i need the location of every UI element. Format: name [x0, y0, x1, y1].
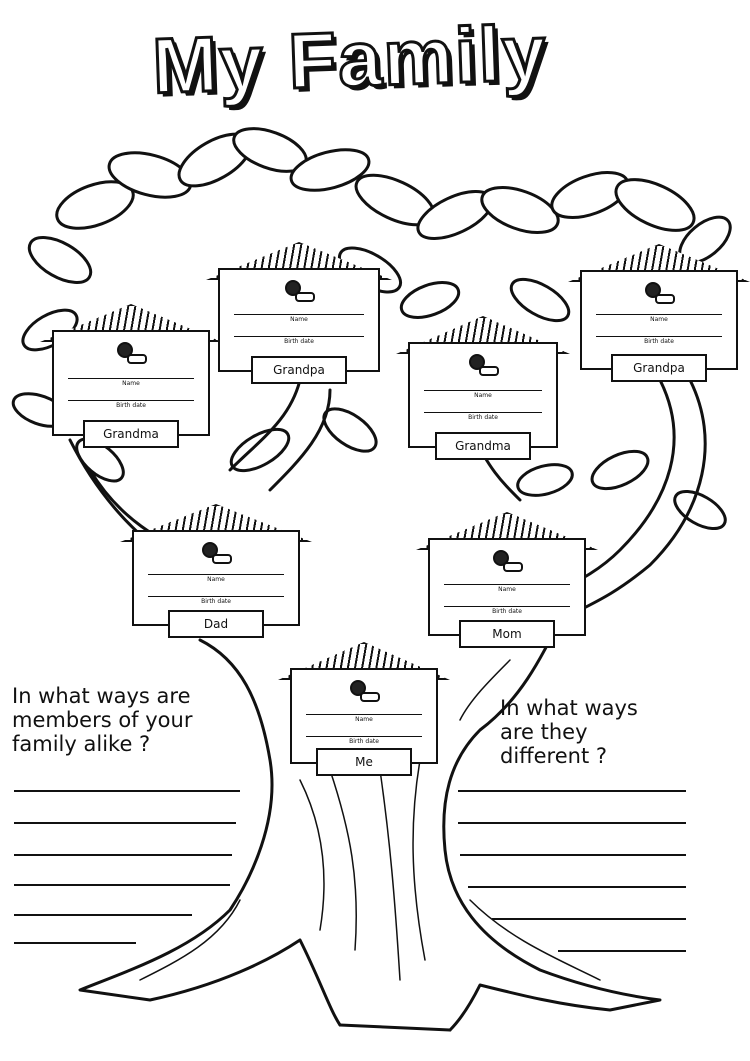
answer-line-alike[interactable]: [14, 854, 232, 856]
answer-line-different[interactable]: [460, 854, 686, 856]
name-line: [444, 584, 570, 585]
answer-line-different[interactable]: [468, 886, 686, 888]
perch: [127, 354, 147, 364]
role-sign: Mom: [459, 620, 555, 648]
role-sign: Grandma: [435, 432, 531, 460]
house-body: Name Birth date: [428, 538, 586, 636]
name-label: Name: [650, 316, 668, 323]
role-sign: Grandpa: [251, 356, 347, 384]
name-line: [68, 378, 194, 379]
name-label: Name: [122, 380, 140, 387]
role-sign: Grandma: [83, 420, 179, 448]
answer-line-alike[interactable]: [14, 914, 192, 916]
answer-line-alike[interactable]: [14, 790, 240, 792]
birdhouse-grandpa-right: Name Birth date Grandpa: [568, 244, 750, 382]
birth-date-line: [234, 336, 364, 337]
birth-date-line: [306, 736, 422, 737]
birth-date-label: Birth date: [468, 414, 498, 421]
role-sign: Dad: [168, 610, 264, 638]
birdhouse-mom: Name Birth date Mom: [416, 512, 598, 648]
perch: [479, 366, 499, 376]
name-line: [148, 574, 284, 575]
name-line: [596, 314, 722, 315]
birdhouse-me: Name Birth date Me: [278, 642, 450, 776]
question-different: In what ways are they different ?: [500, 696, 638, 768]
name-label: Name: [207, 576, 225, 583]
birdhouse-grandma-right: Name Birth date Grandma: [396, 316, 570, 460]
perch: [503, 562, 523, 572]
birth-date-line: [444, 606, 570, 607]
birth-date-line: [596, 336, 722, 337]
answer-line-alike[interactable]: [14, 942, 136, 944]
question-alike: In what ways are members of your family …: [12, 684, 193, 756]
answer-line-different[interactable]: [458, 822, 686, 824]
birdhouse-grandpa-left: Name Birth date Grandpa: [206, 242, 392, 384]
role-sign: Me: [316, 748, 412, 776]
house-body: Name Birth date: [290, 668, 438, 764]
answer-line-different[interactable]: [492, 918, 686, 920]
name-label: Name: [290, 316, 308, 323]
birth-date-line: [148, 596, 284, 597]
answer-line-alike[interactable]: [14, 884, 230, 886]
birth-date-line: [424, 412, 542, 413]
birth-date-label: Birth date: [201, 598, 231, 605]
birth-date-line: [68, 400, 194, 401]
name-line: [424, 390, 542, 391]
birth-date-label: Birth date: [349, 738, 379, 745]
perch: [295, 292, 315, 302]
birth-date-label: Birth date: [644, 338, 674, 345]
name-line: [234, 314, 364, 315]
role-sign: Grandpa: [611, 354, 707, 382]
birdhouse-grandma-left: Name Birth date Grandma: [40, 304, 222, 448]
birth-date-label: Birth date: [116, 402, 146, 409]
perch: [360, 692, 380, 702]
birdhouse-dad: Name Birth date Dad: [120, 504, 312, 638]
answer-line-alike[interactable]: [14, 822, 236, 824]
answer-line-different[interactable]: [458, 790, 686, 792]
perch: [212, 554, 232, 564]
birth-date-label: Birth date: [284, 338, 314, 345]
name-label: Name: [474, 392, 492, 399]
birth-date-label: Birth date: [492, 608, 522, 615]
perch: [655, 294, 675, 304]
page-title: My Family: [149, 7, 550, 112]
answer-line-different[interactable]: [558, 950, 686, 952]
name-label: Name: [498, 586, 516, 593]
house-body: Name Birth date: [408, 342, 558, 448]
name-label: Name: [355, 716, 373, 723]
name-line: [306, 714, 422, 715]
